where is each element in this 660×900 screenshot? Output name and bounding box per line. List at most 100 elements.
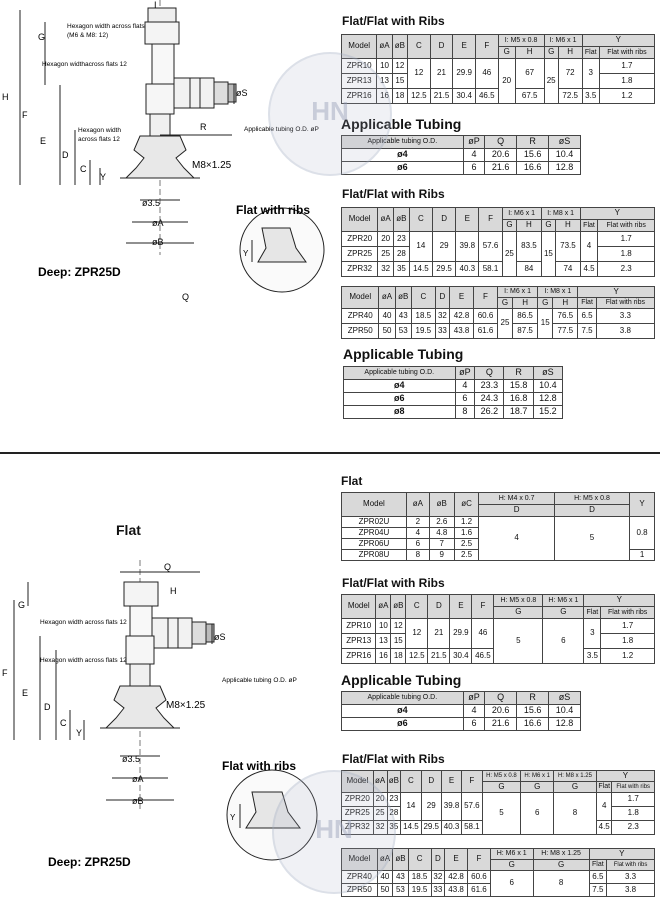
col-flat: Flat	[577, 297, 597, 309]
cell: 6.5	[577, 308, 597, 324]
top-t2-table: Model øA øB C D E F I: M6 x 1 I: M8 x 1 …	[340, 207, 656, 277]
bottom-phi-a: øA	[132, 774, 144, 784]
cell: 1.7	[611, 792, 655, 807]
cell: 3.8	[606, 883, 655, 897]
col-g2: G	[542, 606, 585, 619]
col-a: øA	[378, 286, 396, 309]
cell: 3.3	[595, 308, 656, 324]
cell: 1.8	[597, 246, 655, 262]
cell: 5	[481, 792, 522, 835]
col-f: F	[471, 594, 495, 619]
cell: 0.8	[629, 516, 655, 550]
cell: 3.3	[606, 870, 655, 884]
top-flat-ribs-label: Flat with ribs	[236, 203, 310, 217]
cell: 10.4	[532, 379, 564, 393]
cell: 6	[520, 792, 555, 835]
bottom-tube3-table: Applicable tubing O.D. øP Q R øS ø4 4 20…	[341, 691, 581, 731]
cell: 13	[375, 633, 392, 649]
col-c: C	[407, 848, 432, 871]
cell: 42.8	[449, 308, 475, 324]
cell: 3	[581, 58, 600, 89]
cell: 7.5	[577, 323, 597, 339]
cell: 46.5	[474, 88, 499, 104]
cell: 21	[429, 58, 454, 89]
table-row-model: ZPR06U	[341, 538, 407, 550]
cell: 4	[579, 231, 599, 262]
col-h2: H	[557, 46, 583, 59]
col-g1: G	[481, 781, 522, 793]
col-h2: H: M6 x 1	[542, 594, 585, 607]
cell: 1.8	[598, 73, 656, 89]
col-h2: H	[555, 219, 581, 232]
cell: 18.7	[503, 405, 534, 419]
cell: 4	[478, 516, 555, 561]
cell: 46.5	[471, 648, 495, 664]
col-q: Q	[484, 135, 518, 149]
bottom-dim-f: F	[2, 668, 8, 678]
cell: 6	[462, 717, 486, 731]
cell: 23.3	[474, 379, 505, 393]
col-i2: I: M8 x 1	[537, 286, 579, 298]
cell: 57.6	[461, 792, 483, 821]
col-d: D	[431, 207, 457, 232]
bottom-dim-d: D	[44, 702, 51, 712]
cell: 7	[428, 538, 455, 550]
cell: 30.4	[449, 648, 473, 664]
cell: 30.4	[452, 88, 476, 104]
top-callout-hex-width: Hexagon width	[78, 127, 121, 134]
cell: 50	[376, 883, 394, 897]
col-f: F	[461, 770, 483, 793]
cell: 1.7	[600, 618, 655, 634]
col-c: øC	[453, 492, 480, 517]
col-s: øS	[548, 135, 581, 149]
cell: 33	[430, 883, 446, 897]
cell: 21.5	[427, 648, 451, 664]
cell: 1.7	[598, 58, 656, 74]
col-h1: H: M4 x 0.7	[478, 492, 555, 505]
cell: 43.8	[444, 883, 469, 897]
cell: 10.4	[548, 704, 581, 718]
bottom-dim-q: Q	[164, 562, 171, 572]
top-dim-y: Y	[100, 172, 106, 182]
top-dim-e: E	[40, 136, 46, 146]
col-e: E	[440, 770, 463, 793]
col-s: øS	[548, 691, 581, 705]
col-g2: G	[520, 781, 555, 793]
cell: 9	[428, 549, 455, 561]
cell: 12.8	[548, 717, 581, 731]
top-phi-a: øA	[152, 218, 164, 228]
col-r: R	[516, 135, 550, 149]
cell: 18	[391, 88, 409, 104]
bottom-t6-title: Flat/Flat with Ribs	[342, 752, 445, 766]
table-row-model: ZPR10	[340, 618, 377, 634]
bottom-phi-b: øB	[132, 796, 144, 806]
cell: 21.6	[484, 161, 518, 175]
cell: ø4	[341, 704, 464, 718]
cell: 5	[553, 516, 631, 561]
bottom-detail-y: Y	[230, 813, 236, 822]
cell: 3.8	[595, 323, 656, 339]
cell: 16.6	[516, 717, 550, 731]
col-e: E	[449, 286, 475, 309]
top-tube2-title: Applicable Tubing	[343, 346, 464, 362]
cell: 15.8	[503, 379, 534, 393]
bottom-t5-title: Flat/Flat with Ribs	[342, 576, 445, 590]
col-b: øB	[386, 770, 402, 793]
top-dim-i: I	[154, 0, 157, 10]
cell: 20.6	[484, 148, 518, 162]
col-od: Applicable tubing O.D.	[343, 366, 456, 380]
cell: 1.2	[453, 516, 480, 528]
col-d: D	[427, 594, 451, 619]
cell: 15.2	[532, 405, 564, 419]
cell: 16	[375, 648, 392, 664]
cell: 60.6	[467, 870, 491, 884]
table-row-model: ZPR02U	[341, 516, 407, 528]
col-y: Y	[588, 848, 656, 860]
cell: 72.5	[557, 88, 583, 104]
cell: 16.8	[503, 392, 534, 406]
cell: 2.5	[453, 538, 480, 550]
col-p: øP	[454, 366, 476, 380]
col-model: Model	[340, 594, 377, 619]
cell: 14.5	[408, 261, 433, 277]
col-f: F	[478, 207, 503, 232]
